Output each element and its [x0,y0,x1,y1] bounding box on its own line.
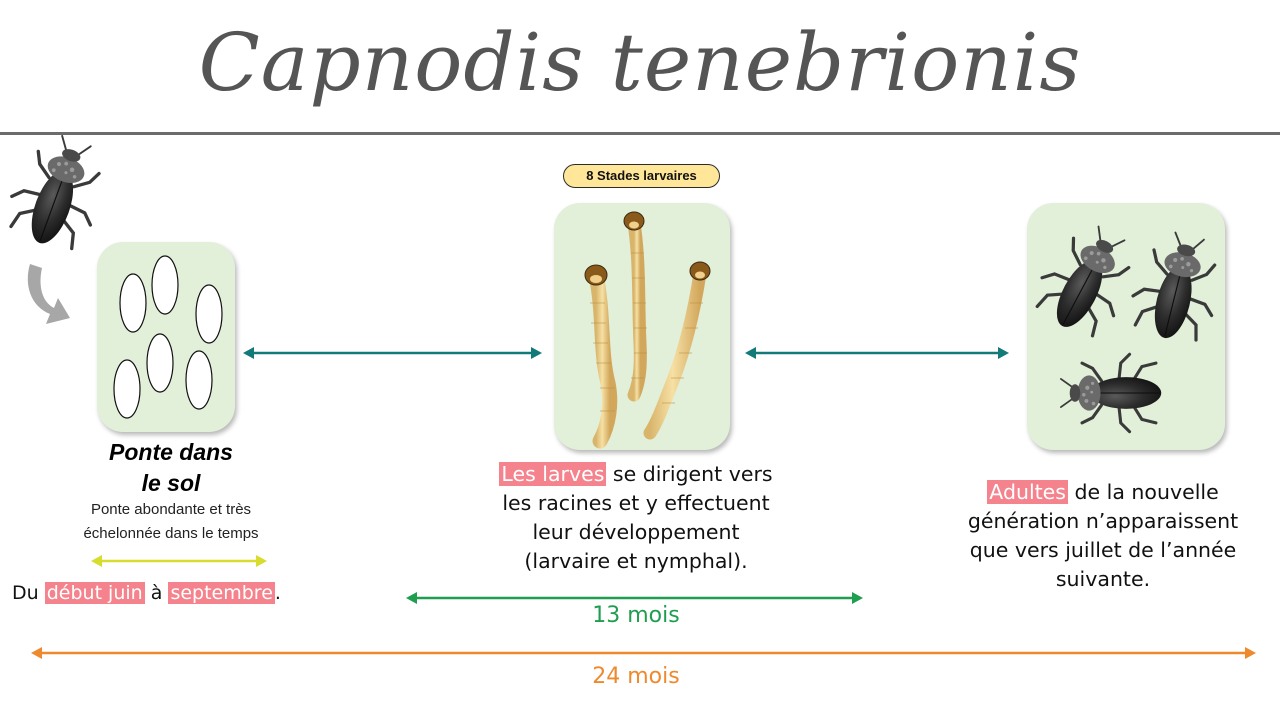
larvae-line2: les racines et y effectuent [502,491,770,515]
period-prefix: Du [12,582,45,604]
larval-stage-card [554,203,730,450]
curved-arrow-icon [27,264,70,324]
egg-stage-card [97,242,235,432]
full-cycle-arrow [31,647,1256,659]
egg-cluster [113,255,223,419]
period-middle: à [144,582,169,604]
egg-stage-description: Ponte abondante et très échelonnée dans … [40,498,302,546]
larval-duration-label: 13 mois [592,603,680,628]
page-title: Capnodis tenebrionis [198,16,1082,109]
egg-stage-title: Ponte dans le sol [80,437,262,499]
larvae-line1: se dirigent vers [606,462,773,486]
adults-line1: de la nouvelle [1067,480,1219,504]
larva-to-adult-arrow [745,347,1009,359]
adult-stage-description: Adultes de la nouvelle génération n’appa… [925,478,1280,594]
egg-icon [185,350,213,410]
larva-icon [588,267,618,449]
larva-icon [627,216,647,402]
egg-stage-title-line2: le sol [141,470,201,496]
larval-duration-arrow [406,592,863,604]
period-suffix: . [274,582,281,604]
larval-stage-description: Les larves se dirigent vers les racines … [455,460,817,576]
adult-stage-card [1024,203,1231,450]
egg-stage-title-line1: Ponte dans [109,439,233,465]
adults-line4: suivante. [1055,567,1151,591]
laying-period-arrow [91,555,267,567]
full-cycle-duration-label: 24 mois [592,664,680,689]
larvae-line4: (larvaire et nymphal). [524,549,748,573]
larva-icon [643,266,707,440]
adults-line2: génération n’apparaissent [967,509,1239,533]
adults-line3: que vers juillet de l’année [969,538,1237,562]
egg-icon [146,333,174,393]
larvae-illustration [584,211,711,449]
period-end-highlight: septembre [168,582,275,604]
larvae-line3: leur développement [532,520,740,544]
egg-icon [119,273,147,333]
title-divider [0,132,1280,135]
egg-to-larva-arrow [243,347,542,359]
larvae-highlight: Les larves [499,462,607,486]
period-start-highlight: début juin [44,582,145,604]
larval-stages-badge: 8 Stades larvaires [563,164,720,188]
laying-period: Du début juin à septembre. [12,579,281,607]
adults-highlight: Adultes [987,480,1068,504]
egg-icon [151,255,179,315]
egg-icon [195,284,223,344]
egg-stage-description-line2: échelonnée dans le temps [83,525,259,542]
egg-icon [113,359,141,419]
egg-stage-description-line1: Ponte abondante et très [90,501,252,518]
